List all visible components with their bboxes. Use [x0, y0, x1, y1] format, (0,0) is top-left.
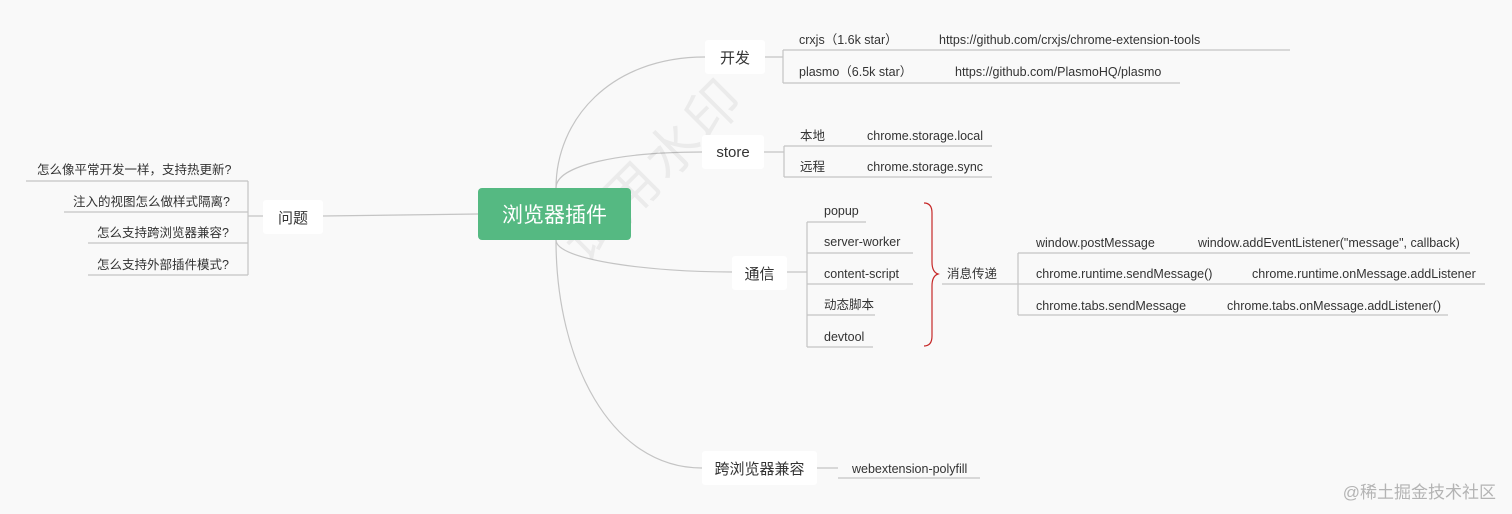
comm-item-dynamic-script[interactable]: 动态脚本	[824, 298, 875, 312]
root-node[interactable]: 浏览器插件	[478, 188, 631, 240]
connector-root-comm	[555, 239, 733, 273]
comm-item-content-script[interactable]: content-script	[824, 267, 900, 281]
store-item-sync[interactable]: 远程	[800, 160, 826, 174]
dev-item-crxjs[interactable]: crxjs（1.6k star）	[799, 33, 898, 47]
messaging-row-3-listen[interactable]: chrome.tabs.onMessage.addListener()	[1227, 299, 1442, 313]
issue-item-hot-reload[interactable]: 怎么像平常开发一样，支持热更新?	[37, 163, 232, 177]
connector-issues-children	[26, 180, 263, 276]
messaging-brace	[923, 202, 940, 347]
comm-item-devtool[interactable]: devtool	[824, 330, 865, 344]
issue-item-style-isolation[interactable]: 注入的视图怎么做样式隔离?	[73, 195, 230, 209]
branch-store-node[interactable]: store	[702, 135, 764, 169]
branch-issues-node[interactable]: 问题	[263, 200, 323, 234]
connector-store-children	[764, 145, 992, 178]
messaging-row-1-send[interactable]: window.postMessage	[1036, 236, 1155, 250]
dev-item-plasmo-url[interactable]: https://github.com/PlasmoHQ/plasmo	[955, 65, 1162, 79]
messaging-row-2-send[interactable]: chrome.runtime.sendMessage()	[1036, 267, 1213, 281]
messaging-label[interactable]: 消息传递	[947, 267, 998, 281]
dev-item-plasmo[interactable]: plasmo（6.5k star）	[799, 65, 913, 79]
connector-comm-children	[787, 221, 913, 348]
comm-item-popup[interactable]: popup	[824, 204, 859, 218]
store-item-local-api[interactable]: chrome.storage.local	[867, 129, 984, 143]
store-item-local[interactable]: 本地	[800, 129, 826, 143]
connector-root-issues	[322, 213, 479, 217]
messaging-row-1-listen[interactable]: window.addEventListener("message", callb…	[1198, 236, 1460, 250]
issue-item-cross-browser[interactable]: 怎么支持跨浏览器兼容?	[97, 226, 229, 240]
store-item-sync-api[interactable]: chrome.storage.sync	[867, 160, 984, 174]
connector-compat-children	[817, 467, 980, 479]
connector-dev-children	[765, 49, 1290, 84]
comm-item-server-worker[interactable]: server-worker	[824, 235, 901, 249]
branch-comm-node[interactable]: 通信	[732, 256, 787, 290]
compat-item-polyfill[interactable]: webextension-polyfill	[852, 462, 968, 476]
connector-root-dev	[555, 56, 706, 189]
issue-item-external-plugin[interactable]: 怎么支持外部插件模式?	[97, 258, 229, 272]
footer-credit: @稀土掘金技术社区	[1342, 483, 1496, 502]
branch-dev-node[interactable]: 开发	[705, 40, 765, 74]
dev-item-crxjs-url[interactable]: https://github.com/crxjs/chrome-extensio…	[939, 33, 1201, 47]
messaging-row-2-listen[interactable]: chrome.runtime.onMessage.addListener	[1252, 267, 1476, 281]
connector-root-store	[555, 151, 703, 189]
connector-root-compat	[555, 239, 703, 469]
messaging-row-3-send[interactable]: chrome.tabs.sendMessage	[1036, 299, 1187, 313]
connector-messaging-children	[1000, 252, 1485, 316]
branch-compat-node[interactable]: 跨浏览器兼容	[702, 451, 817, 485]
